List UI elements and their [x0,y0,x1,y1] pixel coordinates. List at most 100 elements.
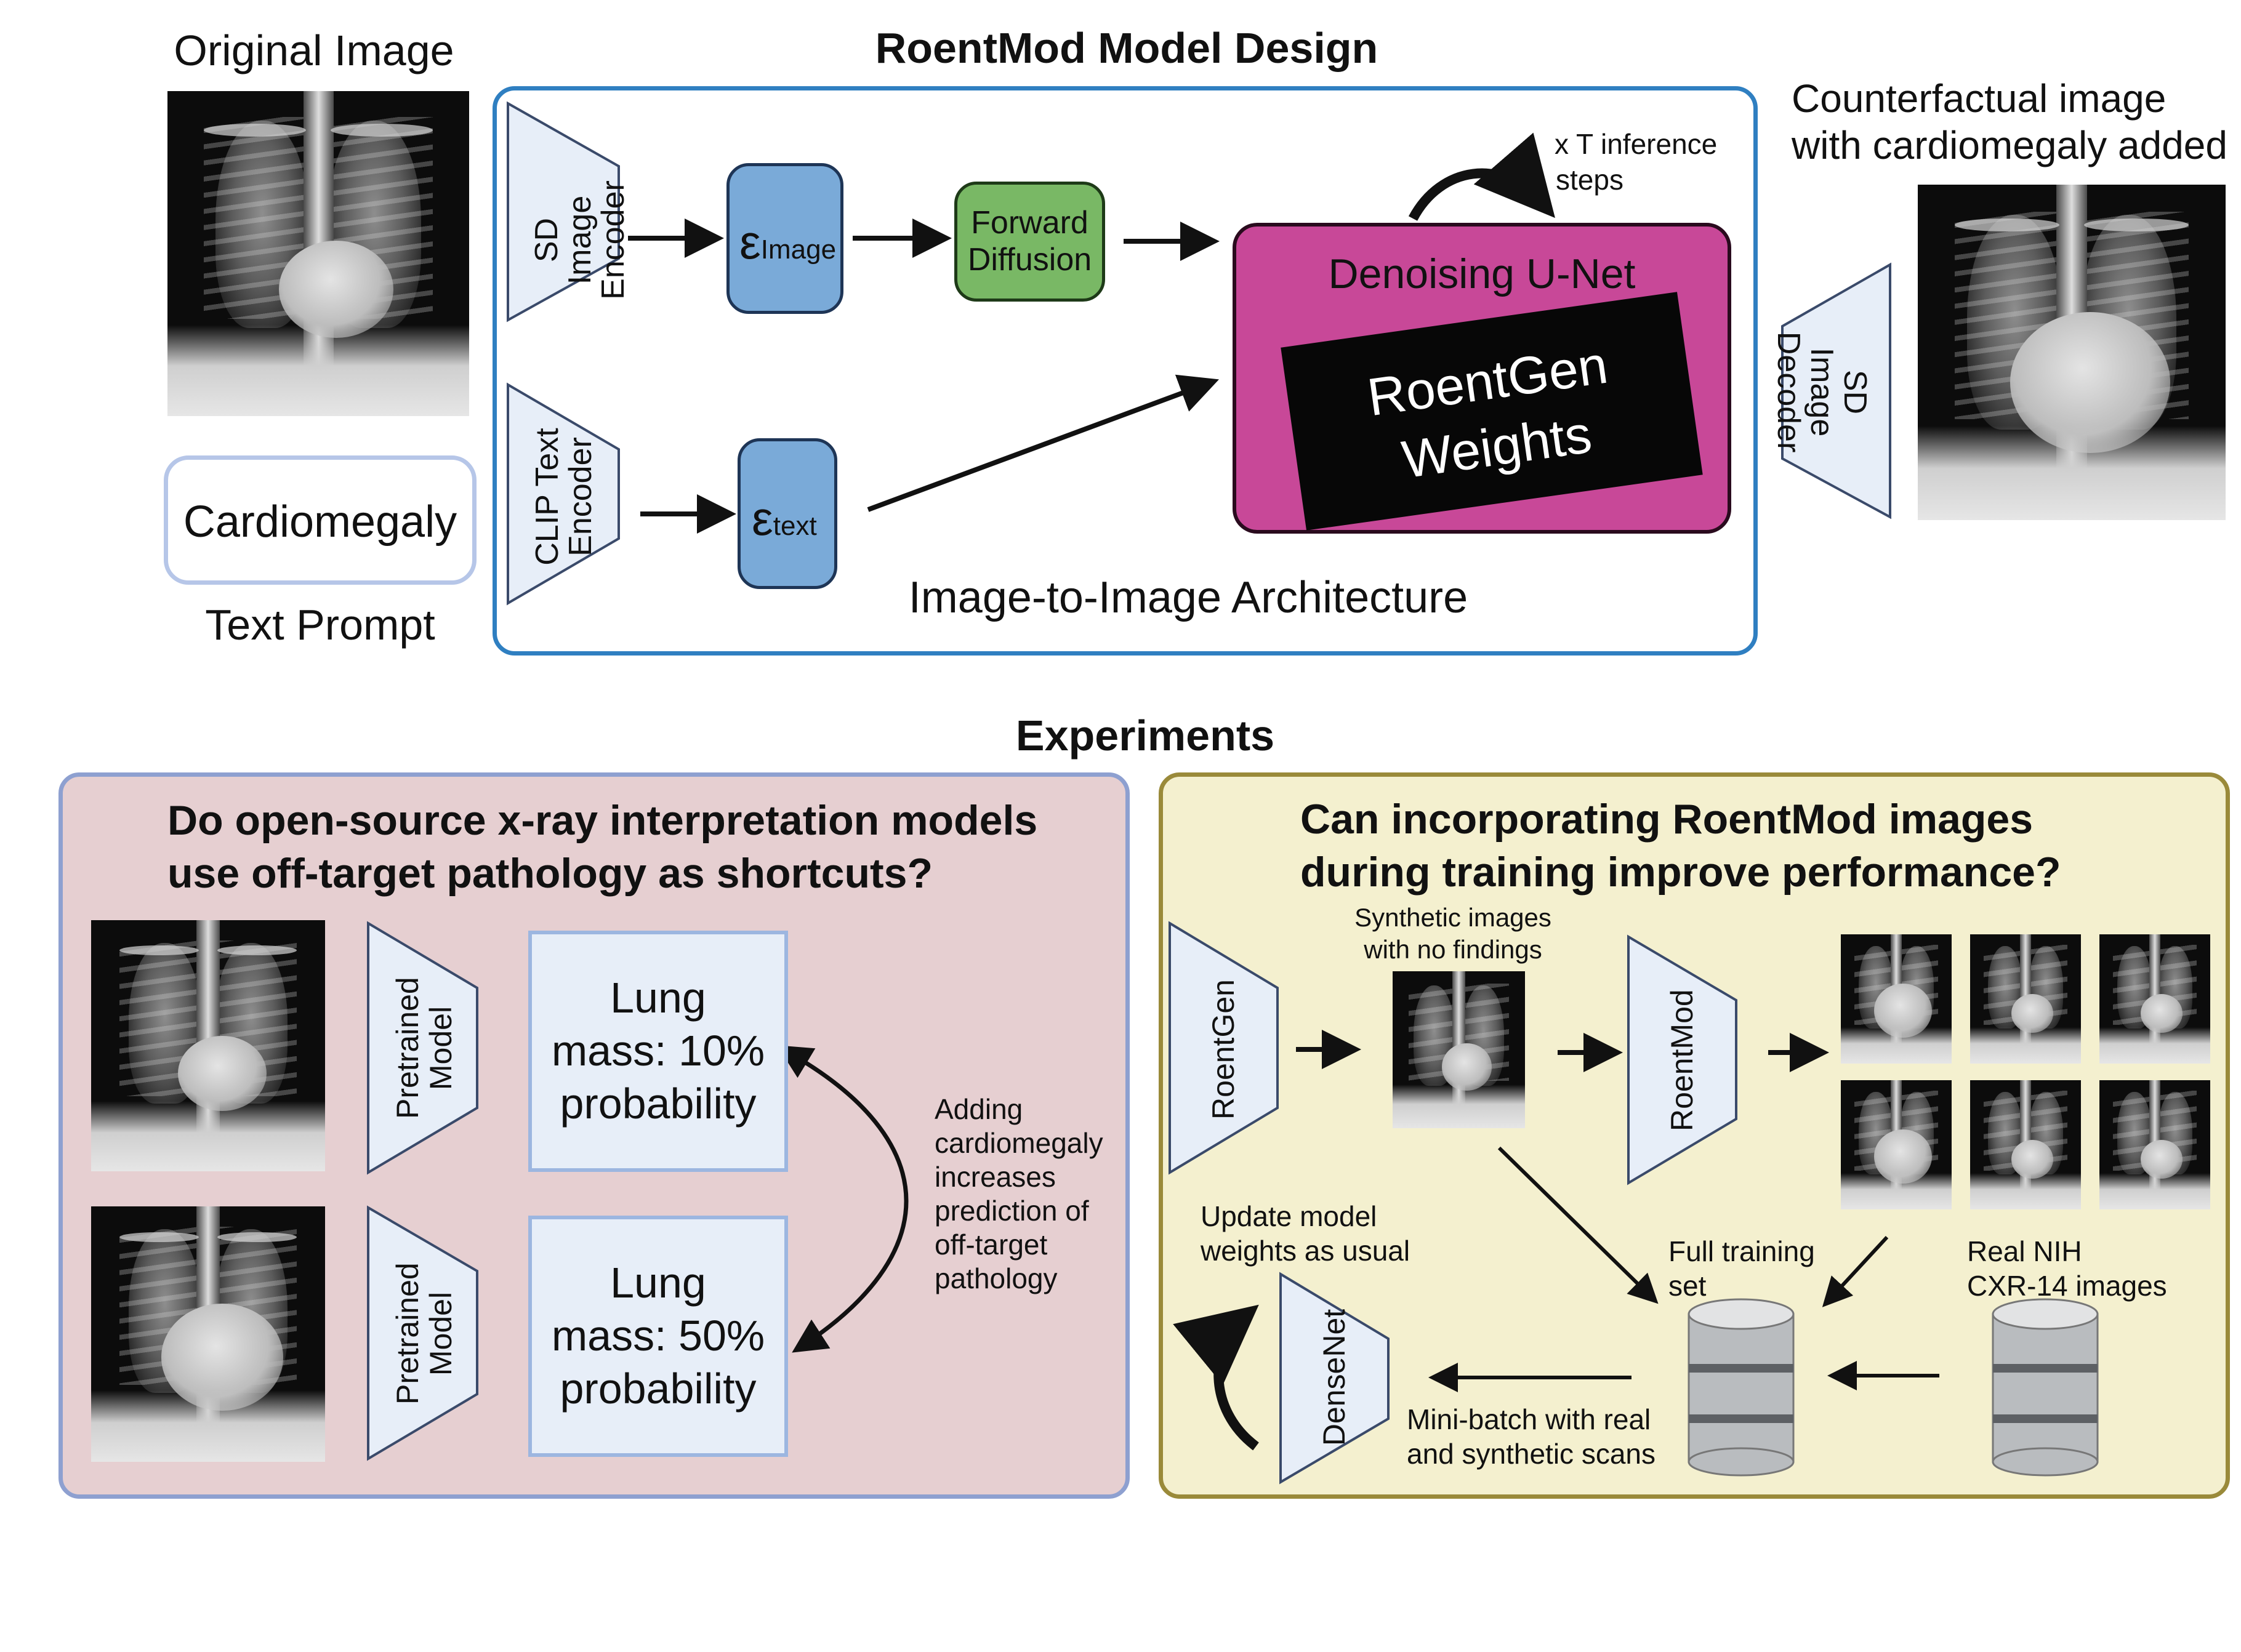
clip-encoder-trapezoid [507,382,620,606]
denoising-unet-box: Denoising U-Net RoentGen Weights [1233,223,1731,534]
sd-encoder-trapezoid [507,101,620,323]
pretrained-model-trapezoid-top [367,921,478,1175]
inference-steps-label: x T inference steps [1555,126,1717,198]
note-line-5: off-target [935,1229,1048,1261]
roentgen-weights-block: RoentGen Weights [1281,292,1703,531]
real-nih-caption: Real NIH CXR-14 images [1967,1234,2167,1303]
minibatch-line-1: Mini-batch with real [1407,1403,1651,1435]
eps-image-symbol: ε [739,215,761,269]
left-question-line-1: Do open-source x-ray interpretation mode… [167,797,1038,844]
note-line-2: cardiomegaly [935,1127,1103,1159]
minibatch-caption: Mini-batch with real and synthetic scans [1407,1402,1656,1471]
left-counterfactual-xray [91,1206,325,1462]
sd-decoder-text: SD Image Decoder [1771,321,1873,463]
full-training-line-1: Full training [1668,1235,1815,1267]
prediction-top-line-1: Lung [610,974,706,1022]
generated-xray-2 [1970,934,2081,1064]
prediction-box-top: Lung mass: 10% probability [528,931,788,1172]
synthetic-caption: Synthetic images with no findings [1330,902,1576,966]
generated-xray-4 [1841,1080,1952,1209]
inference-loop-arrow [1408,132,1555,221]
original-xray-image [167,91,469,416]
densenet-trapezoid [1279,1272,1390,1485]
update-caption-line-1: Update model [1201,1200,1377,1232]
synthetic-caption-line-2: with no findings [1364,935,1542,964]
unet-label: Denoising U-Net [1328,251,1636,297]
eps-text-symbol: ε [752,491,773,545]
prompt-value: Cardiomegaly [183,497,457,547]
roentmod-trapezoid [1627,934,1737,1185]
arrow-text-to-unet [867,374,1220,512]
roentmod-text: RoentMod [1664,989,1700,1131]
real-nih-line-1: Real NIH [1967,1235,2082,1267]
full-training-database-icon [1688,1298,1795,1477]
clip-encoder-text: CLIP Text Encoder [529,420,598,574]
pretrained-model-trapezoid-bottom [367,1205,478,1461]
generated-xray-3 [2099,934,2210,1064]
left-question: Do open-source x-ray interpretation mode… [167,794,1037,900]
roentgen-trapezoid [1169,921,1279,1175]
right-question-line-1: Can incorporating RoentMod images [1300,796,2034,843]
counterfactual-label: Counterfactual image with cardiomegaly a… [1792,75,2227,169]
arrow-synthetic-to-training [1497,1146,1659,1304]
sd-encoder-text-inner: SD Image Encoder [529,180,631,300]
left-question-line-2: use off-target pathology as shortcuts? [167,850,933,897]
full-training-line-2: set [1668,1270,1707,1302]
experiments-title: Experiments [1015,712,1275,760]
right-panel-shapes [1169,921,2099,1485]
forward-diffusion-box: Forward Diffusion [954,182,1105,302]
prediction-bottom-line-3: probability [560,1365,757,1413]
roentmod-text-inner: RoentMod [1665,989,1699,1131]
generated-xray-6 [2099,1080,2210,1209]
eps-text-box: εtext [738,438,837,589]
counterfactual-line-2: with cardiomegaly added [1792,123,2227,167]
sd-decoder-text-inner: SD Image Decoder [1771,331,1873,453]
densenet-text: DenseNet [1316,1307,1353,1448]
note-line-3: increases [935,1161,1056,1193]
architecture-label: Image-to-Image Architecture [908,573,1468,622]
inference-steps-line-2: steps [1556,164,1623,196]
eps-image-subscript: Image [760,235,837,265]
original-image-label: Original Image [174,26,454,74]
left-panel-shapes [367,921,909,1461]
synthetic-xray [1393,971,1525,1128]
note-line-4: prediction of [935,1195,1089,1227]
cardiomegaly-note: Adding cardiomegaly increases prediction… [935,1093,1103,1296]
text-prompt-box: Cardiomegaly [164,455,477,585]
real-nih-line-2: CXR-14 images [1967,1270,2167,1302]
roentgen-text-inner: RoentGen [1206,979,1241,1120]
note-line-1: Adding [935,1093,1023,1125]
forward-diffusion-label: Forward Diffusion [967,205,1092,278]
sd-encoder-text: SD Image Encoder [529,172,631,308]
generated-xray-5 [1970,1080,2081,1209]
generated-xray-1 [1841,934,1952,1064]
minibatch-line-2: and synthetic scans [1407,1438,1656,1470]
densenet-text-inner: DenseNet [1317,1309,1351,1446]
real-nih-database-icon [1992,1298,2099,1477]
architecture-box [493,86,1758,656]
prediction-top-line-3: probability [560,1080,757,1128]
eps-image-box: εImage [726,163,843,314]
full-training-caption: Full training set [1668,1234,1815,1303]
curved-double-arrow [777,1045,909,1353]
note-line-6: pathology [935,1262,1058,1294]
design-title: RoentMod Model Design [875,24,1378,72]
synthetic-caption-line-1: Synthetic images [1354,903,1551,932]
arrow-grid-to-training [1822,1235,1889,1307]
prediction-top-line-2: mass: 10% [551,1027,765,1075]
right-question-line-2: during training improve performance? [1300,849,2061,896]
update-loop-arrow [1173,1304,1259,1451]
update-caption: Update model weights as usual [1201,1199,1410,1268]
clip-encoder-text-inner: CLIP Text Encoder [529,428,598,566]
counterfactual-xray-image [1918,185,2226,520]
prediction-box-bottom: Lung mass: 50% probability [528,1216,788,1457]
prediction-bottom-line-2: mass: 50% [551,1312,765,1360]
eps-text-subscript: text [773,511,817,541]
left-original-xray [91,920,325,1171]
top-diagram-shapes [507,101,1891,606]
counterfactual-line-1: Counterfactual image [1792,76,2167,121]
inference-steps-line-1: x T inference [1555,128,1718,160]
prompt-label: Text Prompt [205,601,435,649]
update-caption-line-2: weights as usual [1201,1235,1410,1267]
roentgen-text: RoentGen [1205,979,1242,1120]
